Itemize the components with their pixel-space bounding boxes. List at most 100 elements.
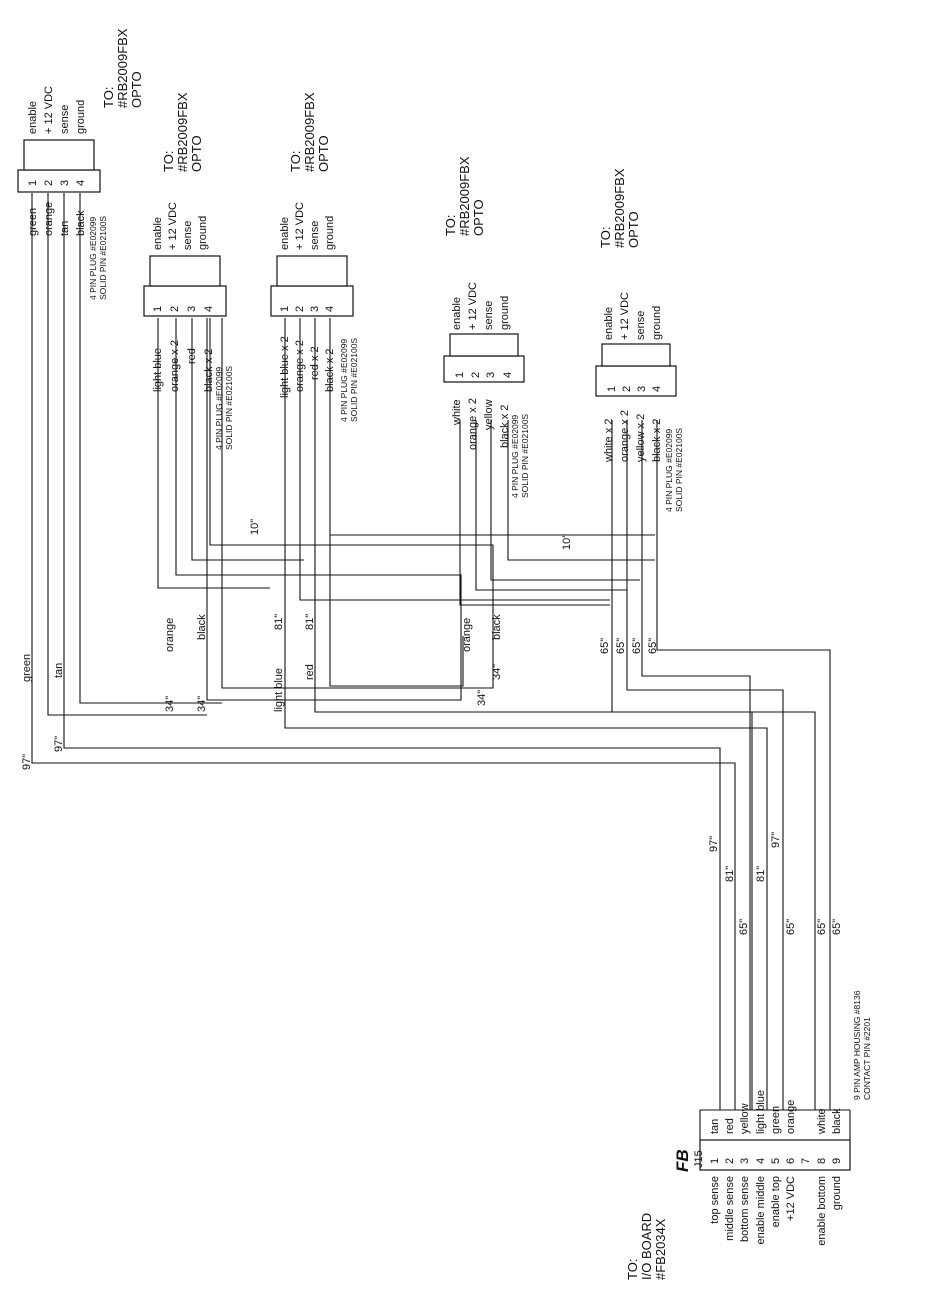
connector-4-pin-3: 3	[485, 372, 497, 378]
j15-wire-2: red	[724, 1118, 736, 1134]
connector-1-to-2: #RB2009FBX	[115, 28, 130, 108]
connector-2-to-1: TO:	[161, 151, 176, 172]
harness-length-black-2: 34"	[491, 664, 503, 680]
harness-color-orange-1: orange	[164, 618, 176, 652]
harness-length-65-1: 65"	[599, 638, 611, 654]
harness-length-red: 81"	[304, 614, 316, 630]
j15-pin-5: 5	[770, 1158, 782, 1164]
harness-length-orange-1: 34"	[164, 696, 176, 712]
connector-5-pin-3: 3	[636, 386, 648, 392]
wire-c5-orange	[626, 420, 784, 1110]
connector-1-function-1: enable	[27, 101, 39, 134]
connector-1: 1 2 3 4 enable + 12 VDC sense ground gre…	[17, 28, 144, 300]
connector-5-wire-3: yellow x 2	[635, 414, 647, 462]
harness-color-tan: tan	[53, 663, 65, 678]
connector-4-function-4: ground	[499, 296, 511, 330]
connector-4-wire-4: black x 2	[499, 405, 511, 448]
harness-length-orange-2: 34"	[476, 690, 488, 706]
j15-jack-label: J15	[693, 1150, 705, 1168]
connector-2-function-2: + 12 VDC	[167, 202, 179, 250]
jumper-length-1: 10"	[249, 519, 261, 535]
j15-pin-7: 7	[800, 1158, 812, 1164]
connector-5-function-1: enable	[603, 307, 615, 340]
connector-3-to-3: OPTO	[316, 135, 331, 172]
connector-1-wire-2: orange	[43, 202, 55, 236]
connector-3-to-1: TO:	[288, 151, 303, 172]
harness-length-lightblue: 81"	[273, 614, 285, 630]
connector-1-housing	[23, 139, 95, 171]
harness-color-orange-2: orange	[461, 618, 473, 652]
j15-length-9: 65"	[831, 919, 843, 935]
connector-3-pin-3: 3	[309, 306, 321, 312]
wire-green-97	[31, 193, 736, 1110]
connector-5-to-3: OPTO	[626, 211, 641, 248]
connector-5-wire-2: orange x 2	[619, 410, 631, 462]
connector-5-wire-4: black x 2	[651, 419, 663, 462]
j15-pin-2: 2	[724, 1158, 736, 1164]
connector-3-wire-1: light blue x 2	[279, 336, 291, 398]
connector-3-function-4: ground	[324, 216, 336, 250]
connector-3-function-3: sense	[309, 221, 321, 250]
harness-color-lightblue: light blue	[273, 668, 285, 712]
wire-c4-orange	[475, 420, 627, 591]
connector-2-pin-3: 3	[186, 306, 198, 312]
connector-3-function-1: enable	[279, 217, 291, 250]
connector-3-function-2: + 12 VDC	[294, 202, 306, 250]
harness-length-green: 97"	[21, 754, 33, 770]
j15-function-9: ground	[831, 1176, 843, 1210]
connector-5-to-1: TO:	[598, 227, 613, 248]
connector-2-to-3: OPTO	[189, 135, 204, 172]
j15-handwritten-label: FB	[673, 1149, 692, 1172]
wire-c5-black	[656, 420, 831, 1110]
connector-3-plug-note-2: SOLID PIN #E02100S	[349, 338, 359, 422]
connector-5-function-4: ground	[651, 306, 663, 340]
connector-3-pin-4: 4	[324, 306, 336, 312]
connector-3-to-2: #RB2009FBX	[302, 92, 317, 172]
j15-function-2: middle sense	[724, 1176, 736, 1241]
connector-4-wire-1: white	[451, 399, 463, 426]
connector-5-pin-2: 2	[621, 386, 633, 392]
j15-housing	[699, 1139, 851, 1171]
j15-pin-6: 6	[785, 1158, 797, 1164]
wire-c3-red	[314, 318, 753, 1110]
harness-length-65-3: 65"	[631, 638, 643, 654]
connector-2-pin-1: 1	[152, 306, 164, 312]
connector-2-pin-2: 2	[169, 306, 181, 312]
j15-wire-4: light blue	[755, 1090, 767, 1134]
connector-3-wire-2: orange x 2	[294, 340, 306, 392]
connector-1-pin-2: 2	[43, 180, 55, 186]
connector-2-function-4: ground	[197, 216, 209, 250]
j15-housing-note-2: CONTACT PIN #2201	[862, 1017, 872, 1100]
wire-c5-white	[611, 420, 816, 1110]
connector-2-wire-4: black x 2	[203, 349, 215, 392]
connector-2-plug-note-2: SOLID PIN #E02100S	[224, 366, 234, 450]
j15-function-1: top sense	[709, 1176, 721, 1224]
connector-1-to-1: TO:	[101, 87, 116, 108]
wire-c3-orange	[299, 318, 610, 601]
connector-3-housing	[276, 255, 348, 287]
harness-length-65-4: 65"	[647, 638, 659, 654]
connector-4-wire-3: yellow	[483, 399, 495, 430]
main-connector-j15: 1 2 3 4 5 6 7 8 9 tan red yellow light b…	[625, 990, 872, 1280]
connector-1-function-4: ground	[75, 100, 87, 134]
j15-to-3: #FB2034X	[653, 1218, 668, 1280]
wire-routing	[31, 193, 831, 1110]
connector-2-to-2: #RB2009FBX	[175, 92, 190, 172]
wire-c4-white	[459, 420, 610, 606]
connector-5-plug-note-1: 4 PIN PLUG #E02099	[664, 429, 674, 512]
connector-5-function-3: sense	[635, 311, 647, 340]
connector-3-pin-block	[270, 285, 354, 317]
connector-4-to-2: #RB2009FBX	[457, 156, 472, 236]
j15-pin-1: 1	[709, 1158, 721, 1164]
wire-black-34	[79, 193, 222, 704]
j15-wire-5: green	[770, 1106, 782, 1134]
wire-c2-red	[191, 318, 304, 561]
connector-1-to-3: OPTO	[129, 71, 144, 108]
connector-2-function-3: sense	[182, 221, 194, 250]
j15-length-8: 65"	[816, 919, 828, 935]
connector-3-wire-4: black x 2	[324, 349, 336, 392]
wire-c3-lightblue	[284, 318, 768, 1110]
connector-4-pin-4: 4	[502, 372, 514, 378]
